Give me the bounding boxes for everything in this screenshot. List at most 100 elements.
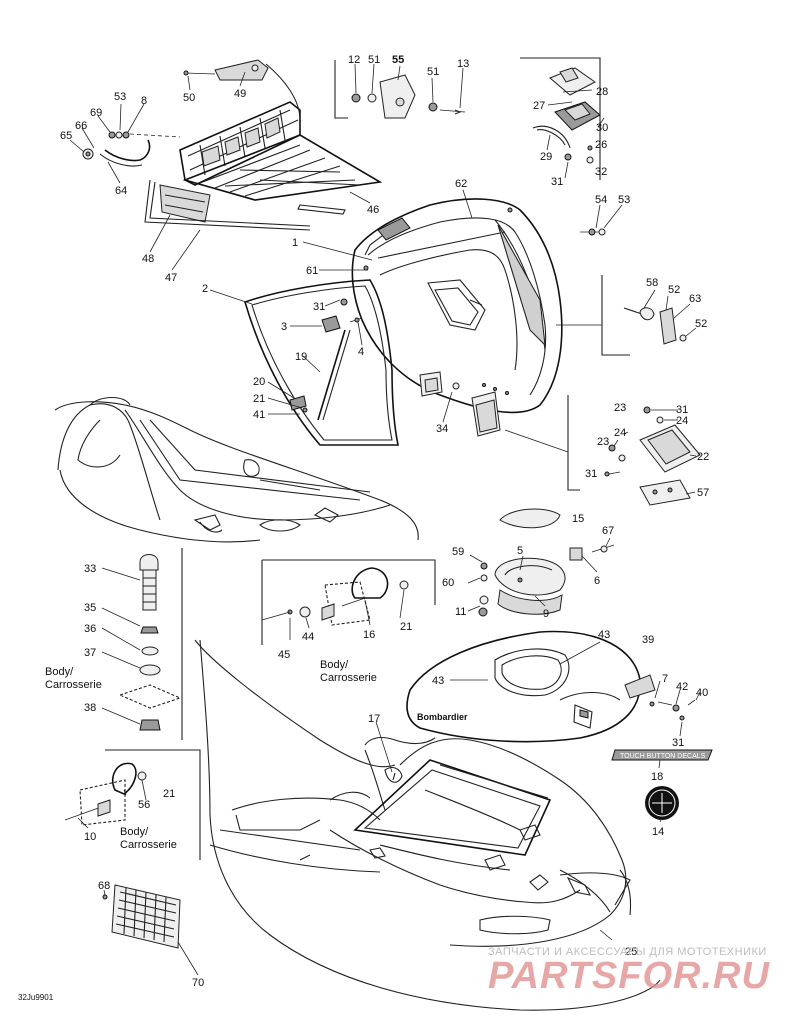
latch-hardware-top bbox=[334, 60, 466, 119]
hinges bbox=[419, 371, 501, 437]
watermark: ЗАПЧАСТИ И АКСЕССУАРЫ ДЛЯ МОТОТЕХНИКИ PA… bbox=[488, 946, 770, 997]
callout-3: 3 bbox=[281, 321, 287, 333]
callout-4: 4 bbox=[358, 346, 364, 358]
vent-grill bbox=[102, 884, 181, 949]
callout-27: 27 bbox=[533, 100, 545, 112]
callout-67: 67 bbox=[602, 525, 614, 537]
watercraft-body-outline bbox=[54, 396, 661, 1011]
callout-31: 31 bbox=[313, 301, 325, 313]
callout-28: 28 bbox=[596, 86, 608, 98]
callout-52: 52 bbox=[695, 318, 707, 330]
callout-68: 68 bbox=[98, 880, 110, 892]
decal-model-text: TOUCH BUTTON DECALS bbox=[620, 753, 706, 760]
body-label-fr: Carrosserie bbox=[320, 672, 377, 684]
callout-56: 56 bbox=[138, 799, 150, 811]
callout-44: 44 bbox=[302, 631, 314, 643]
cap-tether bbox=[569, 544, 615, 561]
storage-cover bbox=[351, 198, 563, 414]
callout-51: 51 bbox=[368, 54, 380, 66]
callout-40: 40 bbox=[696, 687, 708, 699]
callout-47: 47 bbox=[165, 272, 177, 284]
callout-32: 32 bbox=[595, 166, 607, 178]
callout-numbers: 50 49 12 51 55 51 13 53 8 69 66 65 64 46… bbox=[60, 54, 709, 989]
callout-50: 50 bbox=[183, 92, 195, 104]
callout-55: 55 bbox=[392, 54, 404, 66]
callout-37: 37 bbox=[84, 647, 96, 659]
fastener-stack bbox=[118, 548, 183, 740]
body-label-fr: Carrosserie bbox=[120, 839, 177, 851]
callout-17: 17 bbox=[368, 713, 380, 725]
callout-34: 34 bbox=[436, 423, 448, 435]
hinge-set-right bbox=[504, 395, 701, 506]
callout-58: 58 bbox=[646, 277, 658, 289]
callout-5: 5 bbox=[517, 545, 523, 557]
right-hardware bbox=[556, 228, 687, 356]
callout-65: 65 bbox=[60, 130, 72, 142]
callout-11: 11 bbox=[455, 606, 466, 618]
console-panel bbox=[406, 630, 696, 743]
callout-43: 43 bbox=[598, 629, 610, 641]
callout-70: 70 bbox=[192, 977, 204, 989]
cover-seal bbox=[244, 279, 399, 446]
body-label-en: Body/ bbox=[320, 659, 349, 671]
callout-24: 24 bbox=[614, 427, 626, 439]
leader-lines bbox=[69, 63, 701, 976]
hatch-cap bbox=[478, 508, 566, 617]
body-label-fr: Carrosserie bbox=[45, 679, 102, 691]
callout-66: 66 bbox=[75, 120, 87, 132]
callout-31: 31 bbox=[585, 468, 597, 480]
callout-61: 61 bbox=[306, 265, 318, 277]
callout-41: 41 bbox=[253, 409, 265, 421]
callout-59: 59 bbox=[452, 546, 464, 558]
callout-6: 6 bbox=[594, 575, 600, 587]
callout-31: 31 bbox=[551, 176, 563, 188]
lock-assembly bbox=[520, 57, 601, 180]
callout-64: 64 bbox=[115, 185, 127, 197]
callout-2: 2 bbox=[202, 283, 208, 295]
callout-15: 15 bbox=[572, 513, 584, 525]
callout-45: 45 bbox=[278, 649, 290, 661]
callout-48: 48 bbox=[142, 253, 154, 265]
rivet-dot bbox=[493, 387, 497, 391]
callout-42: 42 bbox=[676, 681, 688, 693]
watermark-site: PARTSFOR.RU bbox=[488, 955, 770, 997]
rivet-dot bbox=[363, 265, 369, 271]
callout-36: 36 bbox=[84, 623, 96, 635]
callout-25: 25 bbox=[625, 946, 637, 958]
callout-14: 14 bbox=[652, 826, 664, 838]
callout-29: 29 bbox=[540, 151, 552, 163]
callout-31: 31 bbox=[676, 404, 688, 416]
brand-decal-text: Bombardier bbox=[417, 712, 468, 722]
callout-30: 30 bbox=[596, 122, 608, 134]
callout-33: 33 bbox=[84, 563, 96, 575]
callout-60: 60 bbox=[442, 577, 454, 589]
callout-62: 62 bbox=[455, 178, 467, 190]
callout-49: 49 bbox=[234, 88, 246, 100]
callout-21: 21 bbox=[163, 788, 175, 800]
callout-51: 51 bbox=[427, 66, 439, 78]
callout-26: 26 bbox=[595, 139, 607, 151]
decal-badge bbox=[645, 786, 679, 820]
callout-7: 7 bbox=[662, 673, 668, 685]
drawing-code: 32Ju9901 bbox=[18, 993, 54, 1002]
brand-decal: Bombardier bbox=[417, 712, 468, 722]
callout-43: 43 bbox=[432, 675, 444, 687]
decal-model: TOUCH BUTTON DECALS bbox=[611, 749, 713, 761]
rivet-dot bbox=[505, 391, 509, 395]
callout-24: 24 bbox=[676, 415, 688, 427]
callout-1: 1 bbox=[292, 237, 298, 249]
callout-22: 22 bbox=[697, 451, 709, 463]
callout-63: 63 bbox=[689, 293, 701, 305]
callout-23: 23 bbox=[614, 402, 626, 414]
callout-19: 19 bbox=[295, 351, 307, 363]
callout-39: 39 bbox=[642, 634, 654, 646]
callout-69: 69 bbox=[90, 107, 102, 119]
callout-18: 18 bbox=[651, 771, 663, 783]
callout-57: 57 bbox=[697, 487, 709, 499]
body-label-en: Body/ bbox=[45, 666, 74, 678]
callout-54: 54 bbox=[595, 194, 607, 206]
callout-53: 53 bbox=[114, 91, 126, 103]
callout-53: 53 bbox=[618, 194, 630, 206]
callout-9: 9 bbox=[543, 608, 549, 620]
